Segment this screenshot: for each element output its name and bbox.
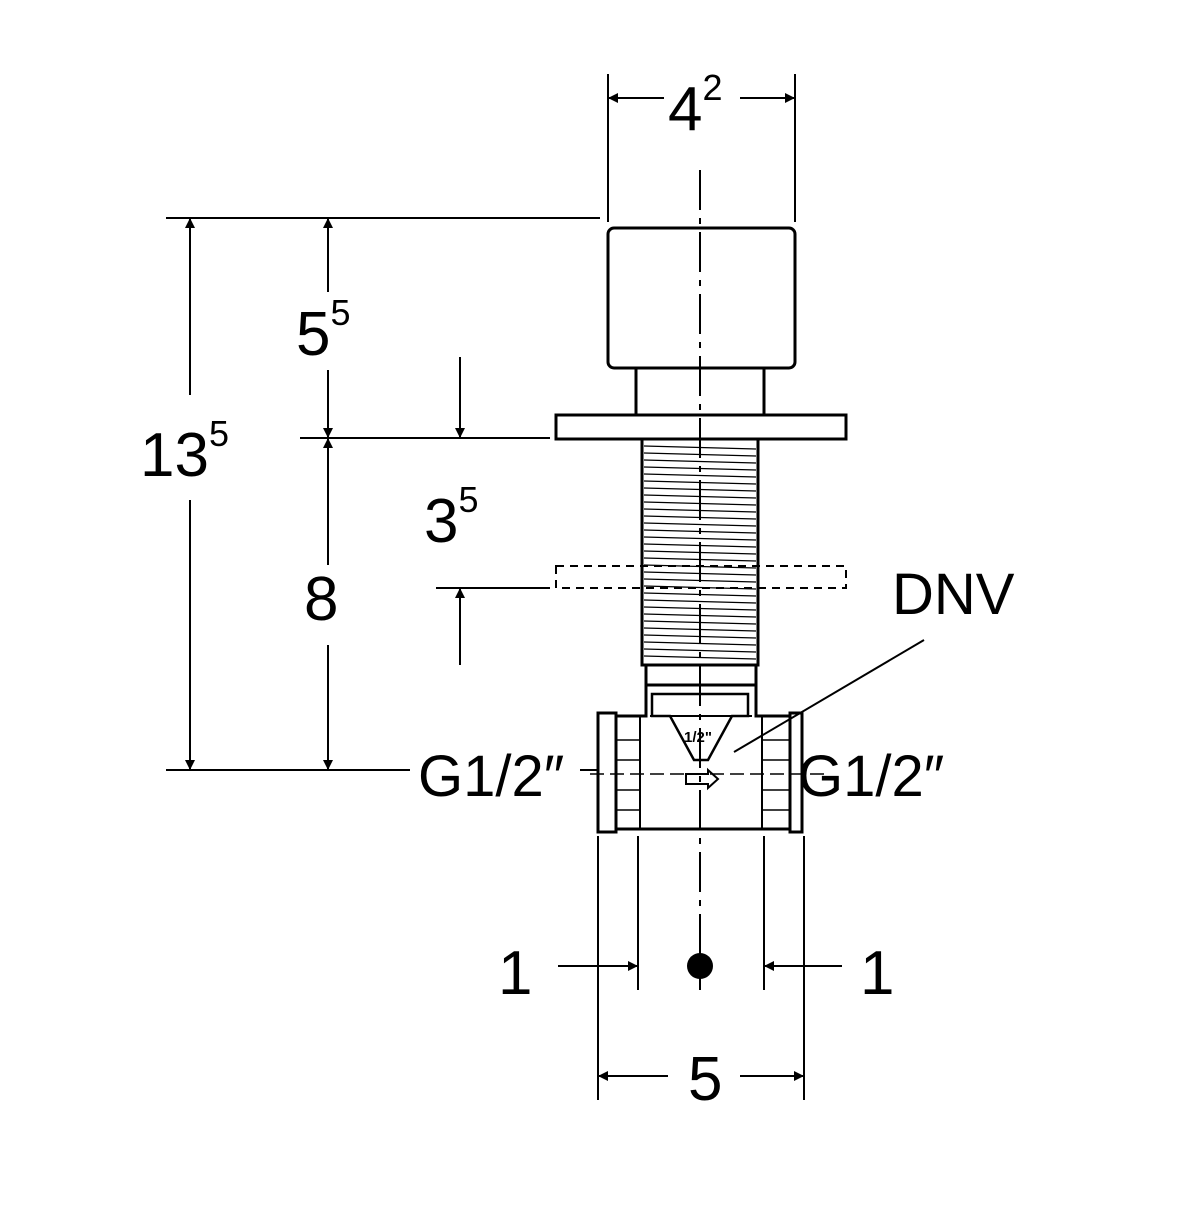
centre-point (687, 953, 713, 979)
label-dnv: DNV (892, 562, 1015, 627)
body-marking: 1/2" (684, 729, 712, 746)
knob-cap (606, 226, 797, 370)
dim-total-height: 135 (140, 413, 229, 490)
label-thread-left: G1/2″ (418, 744, 564, 809)
thread-line (643, 522, 757, 527)
thread-line (643, 648, 757, 653)
thread-line (643, 599, 757, 604)
thread-line (643, 459, 757, 464)
tee-body (614, 683, 792, 831)
dim-top-width: 42 (668, 67, 723, 144)
dim-adjust-range: 35 (424, 479, 479, 556)
thread-line (643, 536, 757, 541)
dim-knob-height: 55 (296, 292, 351, 369)
dim-stem-length: 8 (304, 565, 338, 634)
dimension-lines (166, 74, 925, 1100)
flow-direction-arrow (685, 767, 720, 791)
left-socket (596, 711, 618, 834)
dim-body-width: 5 (688, 1045, 722, 1114)
right-socket (788, 711, 804, 834)
dim-left-offset: 1 (498, 939, 532, 1008)
thread-line (643, 473, 757, 478)
dim-right-offset: 1 (860, 939, 894, 1008)
label-thread-right: G1/2″ (798, 744, 944, 809)
